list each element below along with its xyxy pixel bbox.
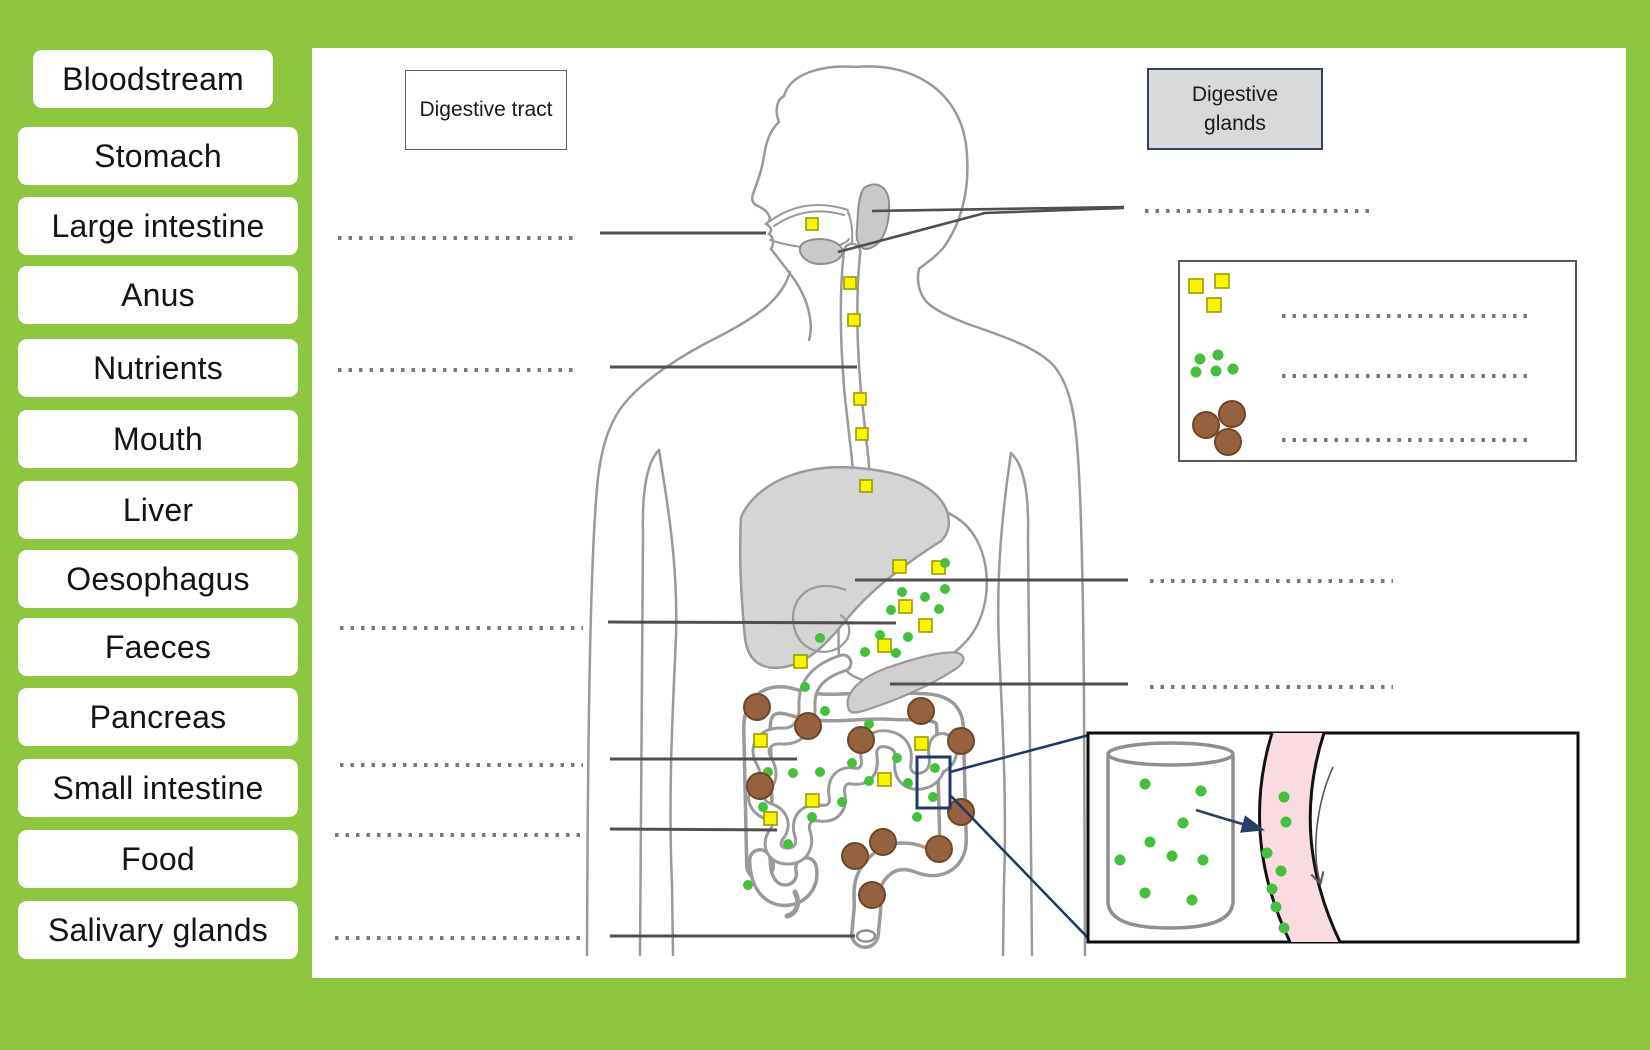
word-bank-item-anus[interactable]: Anus xyxy=(18,266,298,324)
word-bank-item-salivary-glands[interactable]: Salivary glands xyxy=(18,901,298,959)
word-bank-item-stomach[interactable]: Stomach xyxy=(18,127,298,185)
diagram-panel xyxy=(312,48,1626,978)
symbol-key-box xyxy=(1178,260,1577,462)
word-bank-item-faeces[interactable]: Faeces xyxy=(18,618,298,676)
word-bank-item-small-intestine[interactable]: Small intestine xyxy=(18,759,298,817)
word-bank-item-liver[interactable]: Liver xyxy=(18,481,298,539)
word-bank-item-oesophagus[interactable]: Oesophagus xyxy=(18,550,298,608)
word-bank-item-large-intestine[interactable]: Large intestine xyxy=(18,197,298,255)
word-bank-item-bloodstream[interactable]: Bloodstream xyxy=(33,50,273,108)
word-bank-item-pancreas[interactable]: Pancreas xyxy=(18,688,298,746)
word-bank-item-mouth[interactable]: Mouth xyxy=(18,410,298,468)
word-bank-item-nutrients[interactable]: Nutrients xyxy=(18,339,298,397)
digestive-tract-label: Digestive tract xyxy=(405,70,567,150)
digestive-glands-label: Digestive glands xyxy=(1147,68,1323,150)
word-bank-item-food[interactable]: Food xyxy=(18,830,298,888)
